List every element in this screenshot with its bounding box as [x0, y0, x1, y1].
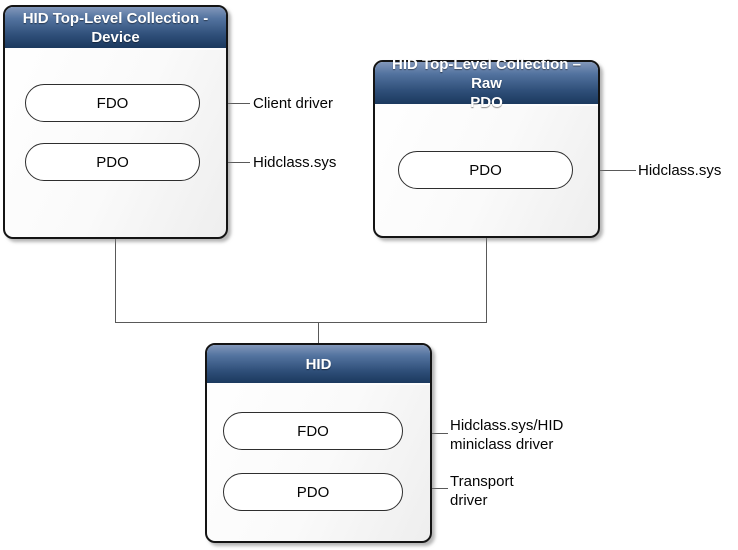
hid-pdo-label: PDO [296, 483, 330, 501]
raw-pdo-node: PDO [398, 151, 573, 189]
hid-pdo-node: PDO [223, 473, 403, 511]
device-collection-title-line1: HID Top-Level Collection - [22, 9, 209, 27]
device-collection-title-line2: Device [91, 28, 140, 46]
raw-pdo-label: PDO [469, 161, 502, 179]
device-fdo-label: FDO [96, 94, 129, 112]
hid-fdo-node: FDO [223, 412, 403, 450]
hid-fdo-label: FDO [297, 422, 329, 440]
annotation-transport-driver: Transport driver [450, 473, 514, 509]
device-collection-box: HID Top-Level Collection - Device FDO PD… [3, 5, 228, 239]
raw-pdo-title-line2: PDO [470, 93, 503, 111]
leader-hidclass-rawpdo [573, 170, 636, 171]
device-collection-header: HID Top-Level Collection - Device [5, 7, 226, 50]
connector-horizontal-bus [115, 322, 487, 323]
annotation-miniclass-driver: Hidclass.sys/HID miniclass driver [450, 417, 564, 453]
hid-title: HID [305, 355, 332, 373]
connector-hid-up [318, 322, 319, 343]
annotation-client-driver: Client driver [253, 95, 334, 112]
connector-rawpdo-down [486, 238, 487, 323]
raw-pdo-title-line1: HID Top-Level Collection – Raw [392, 55, 581, 92]
device-pdo-node: PDO [25, 143, 200, 181]
hid-box: HID FDO PDO [205, 343, 432, 543]
hid-header: HID [207, 345, 430, 385]
annotation-hidclass-rawpdo: Hidclass.sys [638, 162, 722, 179]
connector-device-down [115, 239, 116, 323]
raw-pdo-collection-header: HID Top-Level Collection – Raw PDO [375, 56, 598, 111]
device-fdo-node: FDO [25, 84, 200, 122]
annotation-hidclass-device: Hidclass.sys [253, 154, 337, 171]
raw-pdo-collection-box: HID Top-Level Collection – Raw PDO PDO [373, 56, 600, 238]
device-pdo-label: PDO [96, 153, 129, 171]
